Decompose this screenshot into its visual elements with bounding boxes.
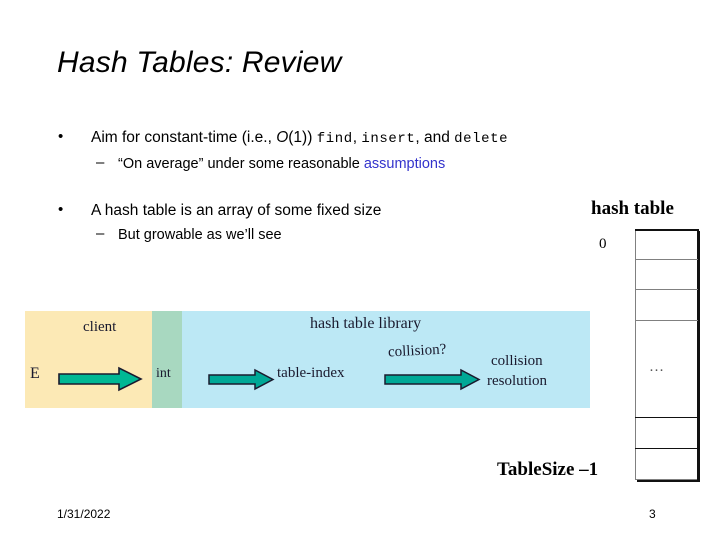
bullet-marker: •	[58, 201, 64, 218]
region-client	[25, 311, 152, 408]
bullet-text-2: A hash table is an array of some fixed s…	[91, 202, 382, 219]
label-table-index: table-index	[277, 365, 345, 381]
bullet-1-seg-1: O	[276, 129, 289, 146]
bullet-1-seg-2: (1))	[288, 129, 317, 146]
assumptions-link[interactable]: assumptions	[363, 156, 446, 172]
hash-table-title: hash table	[591, 198, 674, 219]
hash-table-cell[interactable]	[635, 260, 698, 290]
label-collision-question: collision?	[387, 341, 447, 361]
hash-table-ellipsis: …	[649, 359, 666, 375]
hash-table-index-last: TableSize –1	[497, 459, 599, 480]
sub-bullet-text-2: But growable as we’ll see	[118, 227, 282, 243]
page-title: Hash Tables: Review	[57, 46, 342, 79]
bullet-marker: •	[58, 128, 64, 145]
hash-table-cell[interactable]	[635, 290, 698, 321]
label-input-element: E	[30, 365, 40, 382]
sub-bullet-marker: –	[96, 225, 105, 242]
hash-table-cell[interactable]	[635, 418, 698, 449]
region-int-boundary	[152, 311, 182, 408]
bullet-1-seg-0: Aim for constant-time (i.e.,	[91, 129, 277, 146]
sub-bullet-marker: –	[96, 154, 105, 171]
footer-date: 1/31/2022	[57, 507, 111, 521]
hash-table-cell[interactable]	[635, 449, 698, 480]
bullet-text-1: Aim for constant-time (i.e., O(1)) find,…	[91, 127, 508, 150]
bullet-item-2: • A hash table is an array of some fixed…	[58, 200, 658, 221]
label-collision-resolution-1: collision	[491, 353, 543, 369]
sub-bullet-item-1: – “On average” under some reasonable ass…	[58, 154, 658, 174]
sub-bullet-item-2: – But growable as we’ll see	[58, 225, 658, 245]
label-collision-resolution-2: resolution	[487, 373, 547, 389]
code-delete: delete	[454, 131, 509, 147]
hash-table-cell-ellipsis[interactable]	[635, 321, 698, 418]
bullet-1-seg-4: ,	[352, 129, 362, 146]
sub-1-seg-0: “On average” under some reasonable	[118, 156, 364, 172]
footer-page-number: 3	[649, 507, 656, 521]
region-hash-table-library	[182, 311, 590, 408]
label-client: client	[83, 319, 117, 335]
hash-table-cell[interactable]	[635, 229, 698, 260]
bullet-1-seg-6: , and	[415, 129, 455, 146]
bullet-item-1: • Aim for constant-time (i.e., O(1)) fin…	[58, 127, 658, 150]
label-hash-table-library: hash table library	[310, 315, 422, 332]
label-int: int	[156, 366, 171, 381]
sub-bullet-text-1: “On average” under some reasonable assum…	[118, 154, 445, 174]
code-find: find	[316, 131, 353, 147]
arrow-collision-icon	[384, 368, 481, 391]
hash-table-top-rule	[635, 229, 698, 231]
code-insert: insert	[361, 131, 416, 147]
bullet-list: • Aim for constant-time (i.e., O(1)) fin…	[58, 127, 658, 245]
hash-table-right-rule	[697, 229, 699, 480]
arrow-mod-tablesize-icon	[208, 368, 275, 391]
hash-table-index-first: 0	[599, 236, 607, 252]
hash-table-array: …	[635, 229, 699, 480]
arrow-hash-function-icon	[58, 366, 143, 392]
pipeline-diagram: client hash table library E int table-in…	[25, 311, 590, 408]
